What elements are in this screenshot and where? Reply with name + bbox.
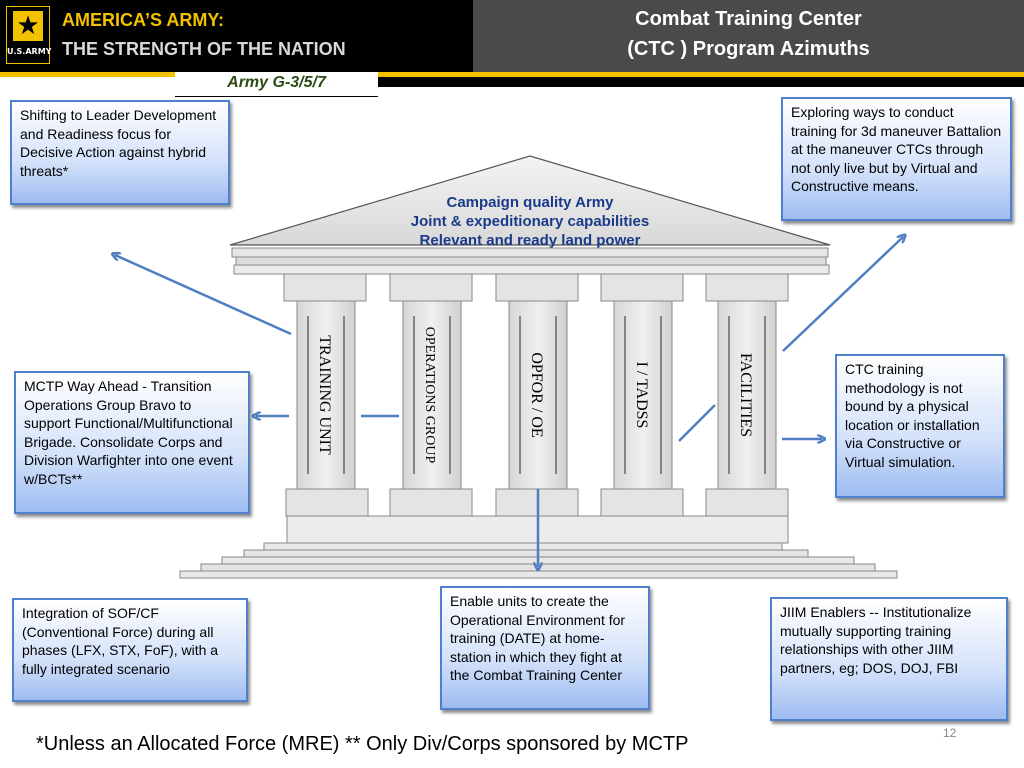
- box-sof-cf-integration: Integration of SOF/CF (Conventional Forc…: [12, 598, 248, 702]
- brand-line-2: THE STRENGTH OF THE NATION: [62, 39, 346, 59]
- box-mctp-way-ahead: MCTP Way Ahead - Transition Operations G…: [14, 371, 250, 514]
- column-label-i-tadss: I / TADSS: [633, 362, 650, 429]
- column-opfor-oe: OPFOR / OE: [495, 273, 579, 517]
- column-facilities: FACILITIES: [705, 273, 789, 517]
- pediment-line-1: Campaign quality Army: [447, 194, 615, 211]
- slide-title-line-1: Combat Training Center: [635, 8, 862, 30]
- column-training-unit: TRAINING UNIT: [283, 273, 369, 517]
- temple-pediment: [229, 155, 831, 246]
- arrow-to-top-right: [782, 237, 903, 352]
- column-label-facilities: FACILITIES: [737, 353, 754, 437]
- star-icon: ★: [13, 10, 43, 41]
- box-home-station-oe: Enable units to create the Operational E…: [440, 586, 650, 710]
- column-label-opfor-oe: OPFOR / OE: [528, 352, 545, 437]
- entablature-1: [231, 247, 829, 258]
- header-brand-bar: [0, 0, 473, 72]
- logo-text: U.S.ARMY: [7, 47, 52, 56]
- step-2: [243, 549, 809, 558]
- header-black-rule: [378, 77, 1024, 87]
- column-label-operations-group: OPERATIONS GROUP: [422, 327, 437, 464]
- header-gold-rule: [0, 72, 1024, 77]
- entablature-2: [235, 256, 827, 266]
- column-operations-group: OPERATIONS GROUP: [389, 273, 473, 517]
- step-5: [179, 570, 898, 579]
- step-1: [263, 542, 783, 551]
- box-jiim-enablers: JIIM Enablers -- Institutionalize mutual…: [770, 597, 1008, 721]
- slide-title-line-2: (CTC ) Program Azimuths: [627, 38, 870, 60]
- office-tab: Army G-3/5/7: [175, 72, 378, 97]
- column-label-training-unit: TRAINING UNIT: [316, 335, 333, 455]
- footnote: *Unless an Allocated Force (MRE) ** Only…: [36, 733, 689, 755]
- header-title-bar: [473, 0, 1024, 72]
- arrow-tadss-facilities-link: [678, 404, 716, 442]
- brand-line-1: AMERICA’S ARMY:: [62, 10, 224, 30]
- box-ctc-methodology: CTC training methodology is not bound by…: [835, 354, 1005, 498]
- entablature-3: [233, 264, 830, 275]
- box-3d-maneuver-battalion: Exploring ways to conduct training for 3…: [781, 97, 1012, 221]
- page-number: 12: [943, 726, 957, 740]
- army-logo: ★ U.S.ARMY: [6, 6, 52, 64]
- arrow-to-top-left: [115, 255, 292, 336]
- office-tab-label: Army G-3/5/7: [227, 74, 326, 91]
- box-leader-development: Shifting to Leader Development and Readi…: [10, 100, 230, 205]
- column-i-tadss: I / TADSS: [600, 273, 684, 517]
- pediment-line-3: Relevant and ready land power: [420, 232, 641, 249]
- pediment-line-2: Joint & expeditionary capabilities: [411, 213, 649, 230]
